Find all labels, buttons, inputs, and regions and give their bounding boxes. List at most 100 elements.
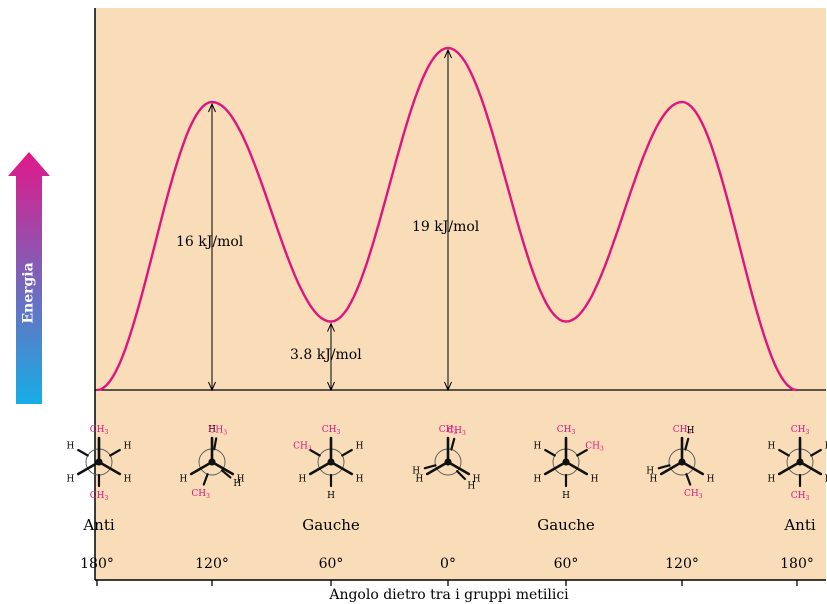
front-bond (798, 460, 823, 476)
hydrogen-label: H (208, 425, 216, 435)
methyl-label: CH3 (673, 425, 692, 436)
x-tick-label: 180° (80, 556, 114, 572)
hydrogen-label: H (124, 442, 132, 452)
x-tick-label: 180° (780, 556, 814, 572)
back-bond (684, 437, 690, 451)
x-tick-label: 120° (195, 556, 229, 572)
hydrogen-label: H (767, 475, 775, 485)
hydrogen-label: H (356, 475, 364, 485)
x-tick-label: 0° (440, 556, 456, 572)
barrier-label-16: 16 kJ/mol (176, 234, 244, 250)
hydrogen-label: H (533, 442, 541, 452)
back-bond (202, 473, 209, 486)
front-bond (210, 460, 235, 476)
front-bond (308, 460, 333, 476)
front-carbon-dot (208, 458, 216, 466)
front-bond (329, 460, 354, 476)
back-bond (309, 448, 321, 457)
hydrogen-label: H (124, 475, 132, 485)
methyl-label: CH3 (208, 426, 227, 437)
energy-curve (96, 46, 798, 392)
hydrogen-label: H (467, 481, 475, 491)
front-carbon-dot (562, 458, 570, 466)
hydrogen-label: H (356, 442, 364, 452)
hydrogen-label: H (825, 475, 827, 485)
back-bond (685, 473, 692, 486)
x-tick-label: 60° (319, 556, 344, 572)
conformation-name-anti-left: Anti (82, 516, 115, 534)
hydrogen-label: H (562, 491, 570, 501)
front-bond (659, 460, 684, 476)
hydrogen-label: H (646, 467, 654, 477)
methyl-label: CH3 (585, 442, 604, 453)
front-bond (425, 460, 450, 476)
back-bond (213, 437, 218, 451)
front-bond (777, 460, 802, 476)
front-bond (189, 460, 214, 476)
front-bond (564, 460, 589, 476)
barrier-arrow-head-bottom (444, 381, 452, 392)
front-carbon-dot (327, 458, 335, 466)
back-bond (77, 448, 89, 457)
back-bond (657, 464, 671, 470)
front-bond (76, 460, 101, 476)
back-bond (109, 448, 121, 457)
methyl-label: CH3 (90, 425, 109, 436)
hydrogen-label: H (66, 442, 74, 452)
barrier-label-19: 19 kJ/mol (412, 219, 480, 235)
hydrogen-label: H (533, 475, 541, 485)
methyl-label: CH3 (557, 425, 576, 436)
hydrogen-label: H (767, 442, 775, 452)
front-bond (97, 460, 122, 476)
back-bond (810, 448, 822, 457)
hydrogen-label: H (415, 475, 423, 485)
hydrogen-label: H (649, 475, 657, 485)
conformation-name-gauche-left: Gauche (302, 516, 360, 534)
methyl-label: CH3 (684, 489, 703, 500)
barrier-arrow-head-bottom (327, 381, 335, 392)
conformation-name-gauche-right: Gauche (537, 516, 595, 534)
barrier-arrow-head-top (208, 102, 216, 113)
energy-axis-arrow: Energia (8, 152, 50, 404)
hydrogen-label: H (412, 467, 420, 477)
back-bond (341, 448, 353, 457)
methyl-label: CH3 (791, 491, 810, 502)
back-bond (544, 448, 556, 457)
back-bond (220, 469, 232, 479)
conformation-name-anti-right: Anti (783, 516, 816, 534)
methyl-label: CH3 (191, 489, 210, 500)
methyl-label: CH3 (293, 442, 312, 453)
front-bond (680, 460, 705, 476)
front-carbon-dot (678, 458, 686, 466)
x-tick-label: 120° (665, 556, 699, 572)
front-bond (446, 460, 471, 476)
methyl-label: CH3 (90, 491, 109, 502)
energy-arrow-graphic (8, 152, 50, 404)
hydrogen-label: H (591, 475, 599, 485)
hydrogen-label: H (707, 475, 715, 485)
hydrogen-label: H (825, 442, 827, 452)
back-bond (576, 448, 588, 457)
x-tick-label: 60° (554, 556, 579, 572)
back-bond (778, 448, 790, 457)
back-bond (456, 470, 467, 481)
hydrogen-label: H (298, 475, 306, 485)
barrier-label-3-8: 3.8 kJ/mol (290, 347, 362, 363)
front-carbon-dot (796, 458, 804, 466)
barrier-arrow-head-bottom (208, 381, 216, 392)
barrier-arrow-head-top (327, 322, 335, 332)
hydrogen-label: H (473, 475, 481, 485)
barrier-arrow-head-top (444, 48, 452, 59)
back-bond (423, 464, 437, 470)
x-axis-title: Angolo dietro tra i gruppi metilici (328, 587, 569, 603)
hydrogen-label: H (327, 491, 335, 501)
